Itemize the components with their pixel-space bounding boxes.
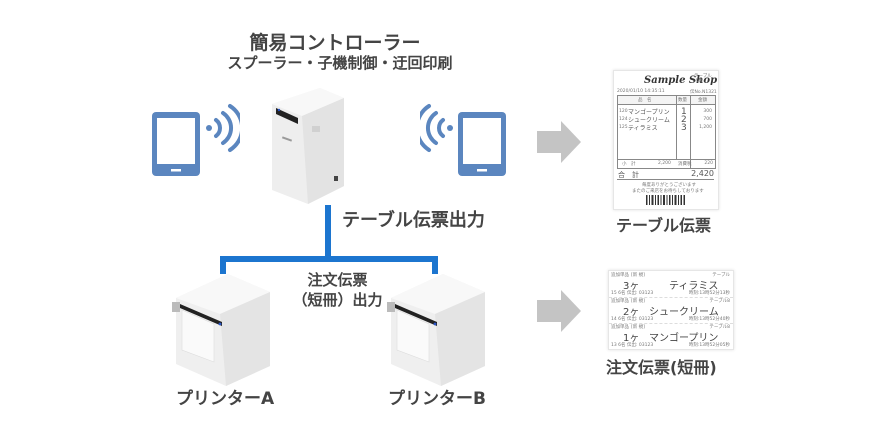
printer-a-label: プリンターA	[176, 389, 275, 409]
col-qty: 数量	[678, 98, 687, 103]
table-slip-label: テーブル伝票	[616, 216, 712, 235]
order-slip: 追加単品 [新 規] テーブル8 1ヶ マンゴープリン 13 6名 伝出: 03…	[611, 325, 730, 348]
order-output-line2: （短冊）出力	[292, 291, 383, 309]
receipt-shop-name: Sample Shop	[644, 75, 718, 86]
total-label: 合 計	[618, 171, 639, 179]
col-name: 品 名	[638, 98, 652, 103]
order-slip: 追加単品 [新 規] テーブル8 2ヶ シュークリーム 14 6名 伝出: 03…	[609, 297, 733, 324]
subtotal-label: 小 計	[622, 162, 636, 167]
tax-label: 消費税	[678, 162, 692, 167]
connector-horizontal	[220, 256, 438, 262]
controller-subtitle: スプーラー・子機制御・迂回印刷	[227, 54, 453, 72]
connector-vertical-main	[325, 205, 331, 258]
table-slip-output-label: テーブル伝票出力	[342, 210, 485, 231]
receipt-table-info: テーブル 人数	[694, 74, 712, 84]
printer-b-label: プリンターB	[388, 389, 486, 409]
connector-to-printer-a	[220, 256, 226, 274]
tablet-icon	[458, 112, 506, 176]
connector-to-printer-b	[432, 256, 438, 274]
right-tablet-group	[420, 104, 506, 176]
order-slip-label: 注文伝票(短冊)	[606, 358, 717, 377]
thanks-line1: 毎度ありがとうございます	[642, 183, 696, 188]
receipt-slip-no: 伝No.N1321	[690, 90, 717, 95]
printer-a	[172, 274, 270, 386]
receipt-datetime: 2020/01/10 14:35:11	[617, 89, 665, 94]
receipt-table: 品 名 数量 金額 120 マンゴープリン 1 300 124 シュークリーム …	[617, 95, 716, 169]
arrow-right-icon	[537, 290, 581, 332]
tax-value: 220	[704, 161, 713, 166]
barcode-icon	[646, 195, 685, 205]
subtotal-value: 2,200	[658, 161, 671, 166]
controller-printer	[272, 88, 344, 204]
table-slip-receipt: Sample Shop テーブル 人数 2020/01/10 14:35:11 …	[613, 70, 719, 210]
arrow-right-icon	[537, 121, 581, 163]
wifi-signal-icon	[206, 104, 240, 152]
left-tablet-group	[152, 104, 240, 176]
thanks-line2: またのご来店をお待ちしております	[632, 189, 704, 194]
wifi-signal-icon	[420, 104, 453, 152]
controller-title: 簡易コントローラー	[249, 32, 421, 54]
col-amount: 金額	[698, 98, 707, 103]
order-slip-output-label: 注文伝票 （短冊）出力	[290, 270, 385, 310]
total-value: 2,420	[691, 169, 714, 178]
printer-b	[387, 274, 485, 386]
tablet-icon	[152, 112, 200, 176]
order-output-line1: 注文伝票	[307, 271, 368, 289]
order-slips: 追加単品 [新 規] テーブル 3ヶ ティラミス 15 6名 伝出: 03123…	[608, 270, 734, 350]
order-slip: 追加単品 [新 規] テーブル 3ヶ ティラミス 15 6名 伝出: 03123…	[609, 271, 733, 298]
